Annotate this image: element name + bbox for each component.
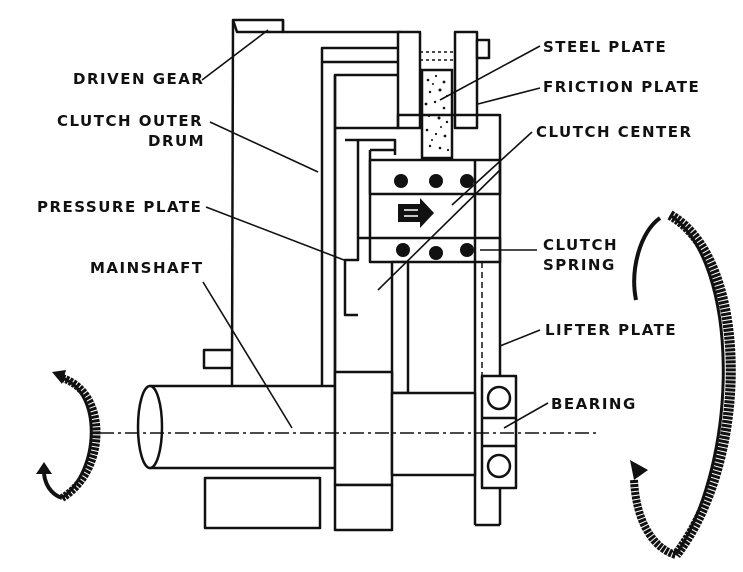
label-pressure-plate: PRESSURE PLATE bbox=[37, 198, 202, 216]
label-clutch-outer-drum-2: DRUM bbox=[148, 132, 205, 150]
label-steel-plate: STEEL PLATE bbox=[543, 38, 667, 56]
label-clutch-spring-2: SPRING bbox=[543, 256, 616, 274]
label-mainshaft: MAINSHAFT bbox=[90, 259, 204, 277]
leader-lines bbox=[201, 29, 549, 429]
label-bearing: BEARING bbox=[551, 395, 637, 413]
rotation-arrow-icon bbox=[36, 370, 101, 502]
clutch-center bbox=[368, 158, 502, 395]
rotation-arrow-icon bbox=[630, 210, 736, 559]
steel-plate bbox=[396, 30, 491, 130]
label-clutch-center: CLUTCH CENTER bbox=[536, 123, 693, 141]
bearing bbox=[480, 374, 518, 490]
label-clutch-spring: CLUTCH bbox=[543, 236, 618, 254]
label-clutch-outer-drum: CLUTCH OUTER bbox=[57, 112, 203, 130]
arrow-right-icon bbox=[398, 198, 434, 228]
label-driven-gear: DRIVEN GEAR bbox=[73, 70, 204, 88]
label-friction-plate: FRICTION PLATE bbox=[543, 78, 700, 96]
mainshaft bbox=[100, 370, 600, 532]
label-lifter-plate: LIFTER PLATE bbox=[545, 321, 677, 339]
clutch-spring bbox=[394, 174, 474, 260]
